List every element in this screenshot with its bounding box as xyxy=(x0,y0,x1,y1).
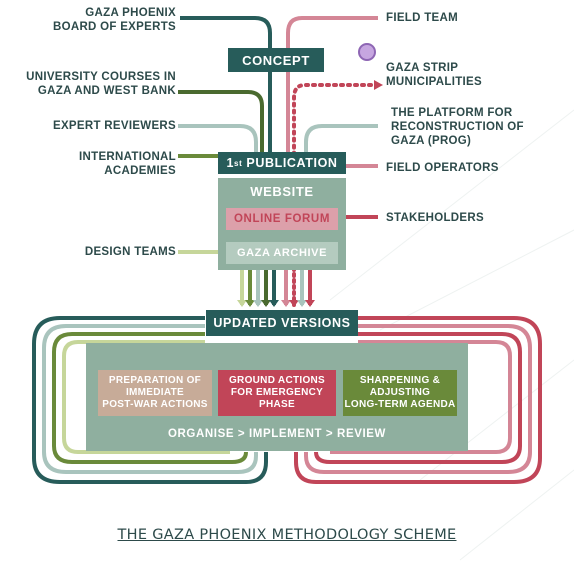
phase-sharpen-box: SHARPENING & ADJUSTING LONG-TERM AGENDA xyxy=(343,370,457,416)
website-title: WEBSITE xyxy=(250,184,314,199)
label-municipalities: GAZA STRIP MUNICIPALITIES xyxy=(386,62,482,88)
line-reviewers xyxy=(178,124,258,155)
label-prog: THE PLATFORM FOR RECONSTRUCTION OF GAZA … xyxy=(391,107,524,147)
left-feedback-loops xyxy=(32,316,268,484)
updated-versions-label: UPDATED VERSIONS xyxy=(213,316,351,330)
website-panel: WEBSITE ONLINE FORUM GAZA ARCHIVE xyxy=(218,178,346,270)
publication-suffix: st xyxy=(234,158,243,168)
website-down-lines xyxy=(240,266,312,307)
concept-box: CONCEPT xyxy=(228,48,324,72)
gaza-archive-box: GAZA ARCHIVE xyxy=(226,242,338,264)
arrow-municipalities xyxy=(374,80,383,90)
publication-number: 1 xyxy=(226,156,235,170)
label-stakeholders: STAKEHOLDERS xyxy=(386,212,484,224)
label-board: GAZA PHOENIX BOARD OF EXPERTS xyxy=(52,7,176,33)
phase-ground-box: GROUND ACTIONS FOR EMERGENCY PHASE xyxy=(218,370,336,416)
scheme-title: THE GAZA PHOENIX METHODOLOGY SCHEME xyxy=(117,527,457,543)
line-prog xyxy=(304,124,378,155)
label-academies: INTERNATIONAL ACADEMIES xyxy=(79,151,176,177)
down-arrowheads xyxy=(237,300,315,307)
publication-label: PUBLICATION xyxy=(242,156,338,170)
updated-versions-box: UPDATED VERSIONS xyxy=(206,310,358,336)
process-panel: PREPARATION OF IMMEDIATE POST-WAR ACTION… xyxy=(86,343,468,451)
phase-prep-box: PREPARATION OF IMMEDIATE POST-WAR ACTION… xyxy=(98,370,212,416)
right-feedback-loops xyxy=(294,316,542,484)
concept-label: CONCEPT xyxy=(242,52,310,68)
label-reviewers: EXPERT REVIEWERS xyxy=(52,120,176,132)
line-university xyxy=(178,90,264,155)
label-university: UNIVERSITY COURSES IN GAZA AND WEST BANK xyxy=(26,71,176,97)
online-forum-box: ONLINE FORUM xyxy=(226,208,338,230)
marker-dot xyxy=(358,43,376,61)
label-field-team: FIELD TEAM xyxy=(386,12,458,24)
line-municipalities xyxy=(292,83,380,157)
label-operators: FIELD OPERATORS xyxy=(386,162,499,174)
cycle-label: ORGANISE > IMPLEMENT > REVIEW xyxy=(167,428,387,440)
line-field-team xyxy=(286,16,378,155)
line-board xyxy=(180,16,272,155)
label-design: DESIGN TEAMS xyxy=(84,246,176,258)
scheme-title-wrap: THE GAZA PHOENIX METHODOLOGY SCHEME xyxy=(0,526,574,544)
